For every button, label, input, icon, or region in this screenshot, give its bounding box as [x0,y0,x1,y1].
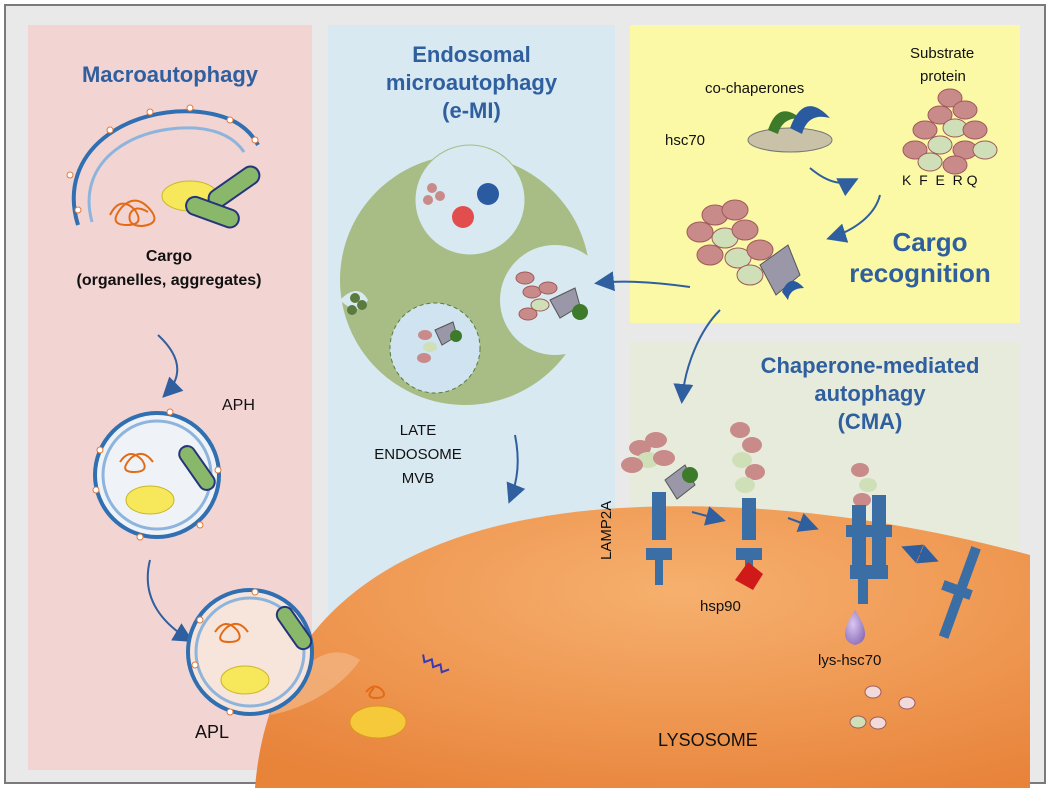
arrow-complex-formation [826,194,881,243]
lysosome [255,506,1030,788]
cargo-contents [109,165,261,229]
cargo-label-line1: Cargo [145,248,193,265]
arrow-to-cma [673,309,721,404]
cma-title-line3: (CMA) [837,409,903,434]
macroautophagy-title: Macroautophagy [81,62,259,87]
cma-title-line2: autophagy [814,381,926,406]
emi-title-line3: (e-MI) [442,98,501,123]
lamp2a-receptor-1 [621,432,698,585]
lamp2a-receptor-2 [730,422,765,590]
arrow-to-apl [146,559,194,643]
late-endosome [340,144,610,405]
substrate-label-line2: protein [920,68,966,85]
autolysosome [186,588,314,716]
arrow-to-lysosome-emi [506,434,526,504]
lysosome-label: LYSOSOME [658,730,758,750]
phagophore [66,104,260,226]
kferq-motif-label: K F E R Q [902,172,978,188]
arrow-to-emi [594,271,691,292]
hsp90-label: hsp90 [700,598,741,615]
bound-complex [686,199,804,300]
cma-title-line1: Chaperone-mediated [760,353,980,378]
late-endosome-line2: ENDOSOME [374,446,462,463]
cargo-label-line2: (organelles, aggregates) [76,272,262,289]
emi-title-line1: Endosomal [412,42,531,67]
lysosome-particles [849,685,916,730]
hsc70-label: hsc70 [665,132,706,149]
lamp2a-label: LAMP2A [598,500,615,560]
arrow-receptor-step-2 [787,513,819,532]
cargo-recognition-title-line1: Cargo [892,227,968,257]
emi-title-line2: microautophagy [385,70,558,95]
lamp2a-multimer [845,463,892,645]
cargo-recognition-title-line2: recognition [849,258,991,288]
aph-label: APH [222,397,255,414]
arrow-multimer-exchange [901,544,939,564]
apl-label: APL [195,722,230,742]
autophagosome [92,408,222,541]
cochaperones-label: co-chaperones [705,80,805,97]
degraded-cargo [349,654,450,739]
substrate-protein [902,88,998,175]
lys-hsc70-label: lys-hsc70 [818,652,882,669]
substrate-label-line1: Substrate [910,45,975,62]
hsc70-cochaperone-complex [747,106,833,153]
arrow-receptor-step-1 [691,506,726,526]
late-endosome-line1: LATE [399,422,437,439]
lamp2a-monomer [938,546,981,639]
arrow-hsc70-binding [809,167,859,197]
arrow-to-aph [157,334,184,398]
late-endosome-line3: MVB [401,470,435,487]
